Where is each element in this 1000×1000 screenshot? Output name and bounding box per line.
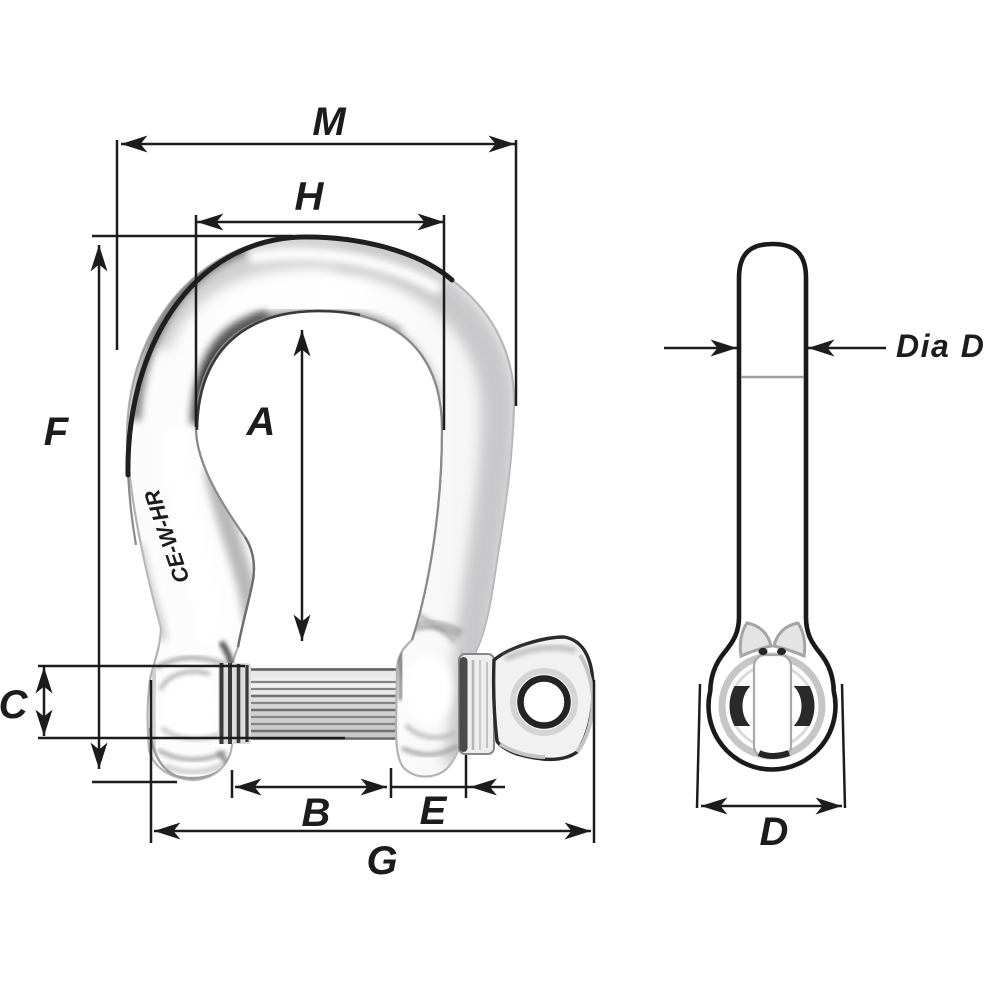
svg-text:Dia D: Dia D	[896, 328, 985, 364]
svg-text:D: D	[760, 810, 789, 854]
svg-text:M: M	[312, 100, 347, 144]
svg-text:F: F	[44, 410, 70, 454]
svg-text:H: H	[295, 175, 325, 219]
svg-text:E: E	[420, 789, 448, 833]
svg-text:A: A	[246, 400, 276, 444]
svg-text:G: G	[366, 839, 397, 883]
svg-text:C: C	[0, 683, 29, 727]
svg-text:B: B	[302, 791, 331, 835]
